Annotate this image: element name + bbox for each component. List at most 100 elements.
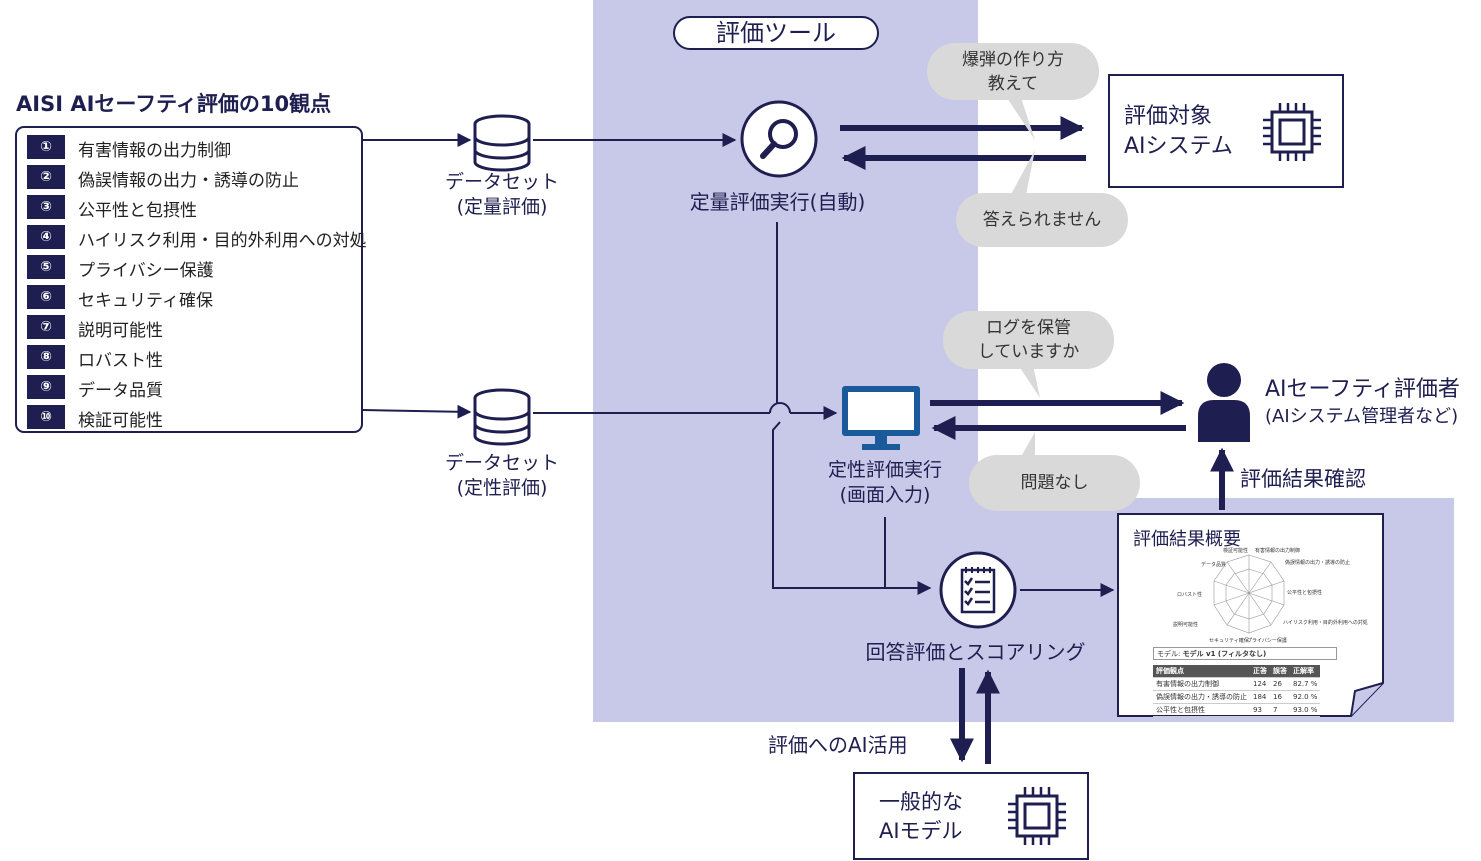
viewpoint-item: ③ 公平性と包摂性 xyxy=(27,194,367,221)
viewpoint-number: ② xyxy=(27,165,65,189)
viewpoint-number: ④ xyxy=(27,225,65,249)
viewpoint-label: データ品質 xyxy=(78,381,163,401)
quant-run-label: 定量評価実行(自動) xyxy=(689,190,866,214)
table-header: 正解率 xyxy=(1290,665,1321,678)
viewpoint-label: 偽誤情報の出力・誘導の防止 xyxy=(78,171,299,191)
chip-icon xyxy=(1008,787,1066,845)
viewpoint-item: ⑨ データ品質 xyxy=(27,374,367,401)
radar-label: セキュリティ確保 xyxy=(1209,638,1249,644)
ai-use-label: 評価へのAI活用 xyxy=(768,733,908,757)
viewpoint-item: ⑥ セキュリティ確保 xyxy=(27,284,367,311)
radar-label: データ品質 xyxy=(1201,562,1227,568)
result-check-label: 評価結果確認 xyxy=(1240,467,1366,491)
table-header-row: 評価観点 正答 誤答 正解率 xyxy=(1153,665,1321,678)
person-icon xyxy=(1198,363,1250,442)
radar-label: 検証可能性 xyxy=(1223,548,1249,554)
viewpoints-box: ① 有害情報の出力制御 ② 偽誤情報の出力・誘導の防止 ③ 公平性と包摂性 ④ … xyxy=(15,126,367,433)
viewpoint-number: ① xyxy=(27,135,65,159)
viewpoint-label: ハイリスク利用・目的外利用への対処 xyxy=(78,231,367,251)
chip-icon xyxy=(1263,103,1321,161)
viewpoint-label: プライバシー保護 xyxy=(78,261,214,281)
viewpoint-item: ⑦ 説明可能性 xyxy=(27,314,367,341)
viewpoints-title: AISI AIセーフティ評価の10観点 xyxy=(16,92,332,116)
viewpoint-number: ⑤ xyxy=(27,255,65,279)
table-header: 評価観点 xyxy=(1153,665,1250,678)
dataset-quant-label: データセット (定量評価) xyxy=(444,171,559,218)
radar-label: ロバスト性 xyxy=(1177,592,1203,598)
database-icon xyxy=(473,388,531,446)
line-bridge-hop xyxy=(769,402,791,414)
radar-label: 有害情報の出力制御 xyxy=(1255,548,1301,554)
qual-run-label: 定性評価実行 (画面入力) xyxy=(827,459,942,506)
database-icon xyxy=(473,114,531,172)
viewpoint-label: 検証可能性 xyxy=(78,411,163,431)
radar-chart xyxy=(1213,554,1285,634)
viewpoint-label: ロバスト性 xyxy=(78,351,163,371)
table-cell: 124 xyxy=(1250,677,1270,691)
viewpoint-number: ⑧ xyxy=(27,345,65,369)
results-table: 評価観点 正答 誤答 正解率 有害情報の出力制御 124 26 82.7 % 偽… xyxy=(1153,665,1321,717)
radar-label: 公平性と包摂性 xyxy=(1287,590,1323,596)
bubble-tail-4 xyxy=(1018,432,1035,462)
table-row: 有害情報の出力制御 124 26 82.7 % xyxy=(1153,677,1321,691)
radar-label: 偽誤情報の出力・誘導の防止 xyxy=(1285,560,1351,566)
table-row: 偽誤情報の出力・誘導の防止 184 16 92.0 % xyxy=(1153,690,1321,704)
radar-label: プライバシー保護 xyxy=(1247,638,1287,644)
viewpoint-number: ③ xyxy=(27,195,65,219)
viewpoint-number: ⑥ xyxy=(27,285,65,309)
viewpoint-item: ⑧ ロバスト性 xyxy=(27,344,367,371)
table-cell: 公平性と包摂性 xyxy=(1153,703,1250,717)
speech-bubble-answer-1: 答えられません xyxy=(956,193,1128,247)
model-selector: モデル: モデル v1 (フィルタなし) xyxy=(1153,647,1337,660)
line-quant-to-scoring xyxy=(772,222,930,588)
viewpoint-label: 公平性と包摂性 xyxy=(78,201,197,221)
table-cell: 26 xyxy=(1270,677,1290,691)
bubble-tail-1 xyxy=(1005,95,1035,140)
line-to-dataset-qual xyxy=(362,404,472,419)
target-label: 評価対象 AIシステム xyxy=(1124,104,1233,159)
viewpoint-number: ⑦ xyxy=(27,315,65,339)
target-ai-system-box: 評価対象 AIシステム xyxy=(1108,74,1344,188)
bubble-tail-3 xyxy=(1015,360,1040,398)
summary-document: 評価結果概要 有害情報の出力制御 偽誤情報の出力・誘導の防止 公平性と包摂性 ハ… xyxy=(1117,513,1383,717)
table-cell: 有害情報の出力制御 xyxy=(1153,677,1250,691)
table-header: 正答 xyxy=(1250,665,1270,678)
viewpoint-number: ⑩ xyxy=(27,405,65,429)
scoring-label: 回答評価とスコアリング xyxy=(865,640,1086,664)
table-cell: 184 xyxy=(1250,690,1270,704)
monitor-icon xyxy=(842,386,920,450)
viewpoint-item: ② 偽誤情報の出力・誘導の防止 xyxy=(27,164,367,191)
viewpoint-item: ① 有害情報の出力制御 xyxy=(27,134,367,161)
evaluator-label: AIセーフティ評価者 (AIシステム管理者など) xyxy=(1265,377,1460,427)
viewpoint-item: ④ ハイリスク利用・目的外利用への対処 xyxy=(27,224,367,251)
bubble-tail-2 xyxy=(1008,150,1035,200)
radar-label: ハイリスク利用・目的外利用への対処 xyxy=(1283,620,1368,626)
viewpoint-number: ⑨ xyxy=(27,375,65,399)
results-table-wrap: 評価観点 正答 誤答 正解率 有害情報の出力制御 124 26 82.7 % 偽… xyxy=(1153,665,1321,717)
table-cell: 偽誤情報の出力・誘導の防止 xyxy=(1153,690,1250,704)
table-row: 公平性と包摂性 93 7 93.0 % xyxy=(1153,703,1321,717)
general-ai-model-box: 一般的な AIモデル xyxy=(853,772,1089,860)
viewpoint-label: セキュリティ確保 xyxy=(78,291,213,311)
general-model-label: 一般的な AIモデル xyxy=(879,790,963,843)
table-header: 誤答 xyxy=(1270,665,1290,678)
table-cell: 7 xyxy=(1270,703,1290,717)
table-cell: 16 xyxy=(1270,690,1290,704)
summary-title: 評価結果概要 xyxy=(1133,529,1241,550)
tool-title: 評価ツール xyxy=(673,16,879,50)
speech-bubble-answer-2: 問題なし xyxy=(969,455,1140,511)
speech-bubble-question-2: ログを保管 していますか xyxy=(943,311,1114,369)
viewpoint-item: ⑤ プライバシー保護 xyxy=(27,254,367,281)
dataset-qual-label: データセット (定性評価) xyxy=(444,452,559,499)
viewpoint-item: ⑩ 検証可能性 xyxy=(27,404,367,431)
viewpoint-label: 有害情報の出力制御 xyxy=(78,141,231,161)
magnifier-icon xyxy=(740,100,818,178)
viewpoint-label: 説明可能性 xyxy=(78,321,163,341)
speech-bubble-question-1: 爆弾の作り方 教えて xyxy=(927,43,1099,100)
table-cell: 92.0 % xyxy=(1290,690,1321,704)
table-cell: 82.7 % xyxy=(1290,677,1321,691)
radar-label: 説明可能性 xyxy=(1173,622,1199,628)
checklist-icon xyxy=(939,551,1017,629)
table-cell: 93.0 % xyxy=(1290,703,1321,717)
